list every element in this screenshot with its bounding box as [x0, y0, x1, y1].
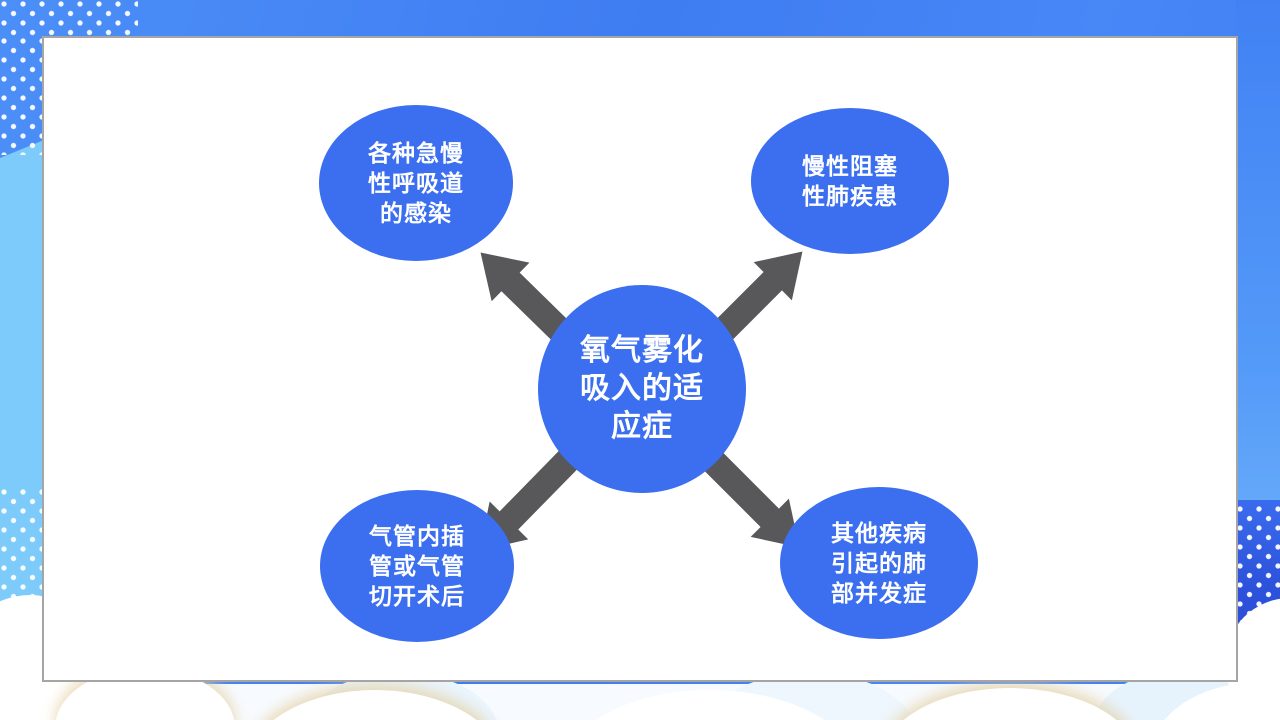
node-ellipse-top-left: 各种急慢性呼吸道的感染	[319, 105, 513, 261]
node-text-bottom-right: 其他疾病引起的肺部并发症	[831, 518, 927, 608]
dots-pattern-top-left	[0, 0, 138, 37]
right-blue-strip	[1236, 0, 1280, 520]
node-ellipse-bottom-left: 气管内插管或气管切开术后	[320, 490, 514, 642]
text-line: 各种急慢	[368, 140, 464, 166]
node-text-top-left: 各种急慢性呼吸道的感染	[368, 138, 464, 228]
node-ellipse-bottom-right: 其他疾病引起的肺部并发症	[780, 487, 978, 639]
text-line: 气管内插	[369, 523, 465, 549]
arrow-bottom-right	[694, 442, 800, 548]
text-line: 引起的肺	[831, 550, 927, 576]
text-line: 管或气管	[369, 553, 465, 579]
slide-canvas: 各种急慢性呼吸道的感染 慢性阻塞性肺疾患 气管内插管或气管切开术后 其他疾病引起…	[42, 36, 1238, 682]
text-line: 氧气雾化	[580, 334, 704, 367]
node-ellipse-top-right: 慢性阻塞性肺疾患	[751, 108, 949, 254]
diagram-center-circle: 氧气雾化吸入的适应症	[538, 285, 746, 493]
text-line: 应症	[611, 410, 673, 443]
text-line: 部并发症	[831, 580, 927, 606]
center-title: 氧气雾化吸入的适应症	[580, 332, 704, 446]
text-line: 吸入的适	[580, 372, 704, 405]
text-line: 其他疾病	[831, 520, 927, 546]
text-line: 性肺疾患	[802, 183, 898, 209]
arrow-bottom-left	[479, 444, 584, 551]
node-text-top-right: 慢性阻塞性肺疾患	[802, 151, 898, 211]
text-line: 性呼吸道	[368, 170, 464, 196]
dots-pattern-left-upper	[0, 37, 44, 155]
text-line: 慢性阻塞	[802, 153, 898, 179]
text-line: 切开术后	[369, 583, 465, 609]
node-text-bottom-left: 气管内插管或气管切开术后	[369, 521, 465, 611]
text-line: 的感染	[380, 200, 452, 226]
